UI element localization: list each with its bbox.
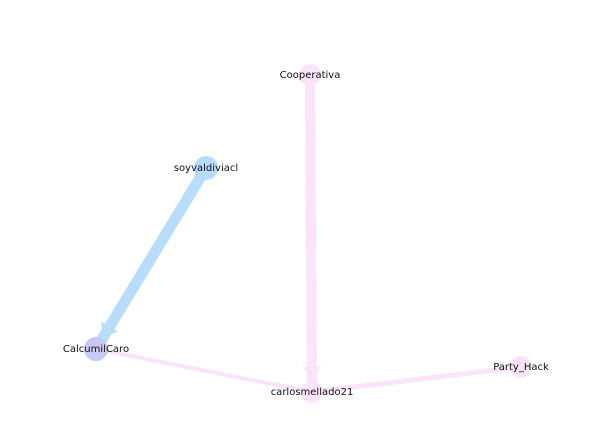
node-label-party_hack: Party_Hack (493, 362, 549, 373)
edge-calcumilcaro-carlosmellado21 (94, 347, 314, 394)
node-label-calcumilcaro: CalcumilCaro (63, 344, 129, 355)
node-cooperativa[interactable] (299, 64, 321, 86)
node-label-soyvaldiviacl: soyvaldiviacl (174, 163, 238, 174)
edge-cooperativa-carlosmellado21 (305, 70, 317, 397)
node-label-cooperativa: Cooperativa (280, 70, 341, 81)
arrowhead-soyvaldiviacl-calcumilcaro (101, 321, 118, 338)
edges-layer (90, 70, 524, 397)
edge-party_hack-carlosmellado21 (309, 364, 524, 395)
node-calcumilcaro[interactable] (84, 337, 108, 361)
node-carlosmellado21[interactable] (301, 381, 323, 403)
node-party_hack[interactable] (510, 356, 532, 378)
arrowhead-cooperativa-carlosmellado21 (302, 366, 321, 380)
edge-soyvaldiviacl-calcumilcaro (90, 162, 212, 355)
nodes-layer (84, 64, 532, 403)
node-soyvaldiviacl[interactable] (194, 156, 218, 180)
node-label-carlosmellado21: carlosmellado21 (271, 387, 354, 398)
